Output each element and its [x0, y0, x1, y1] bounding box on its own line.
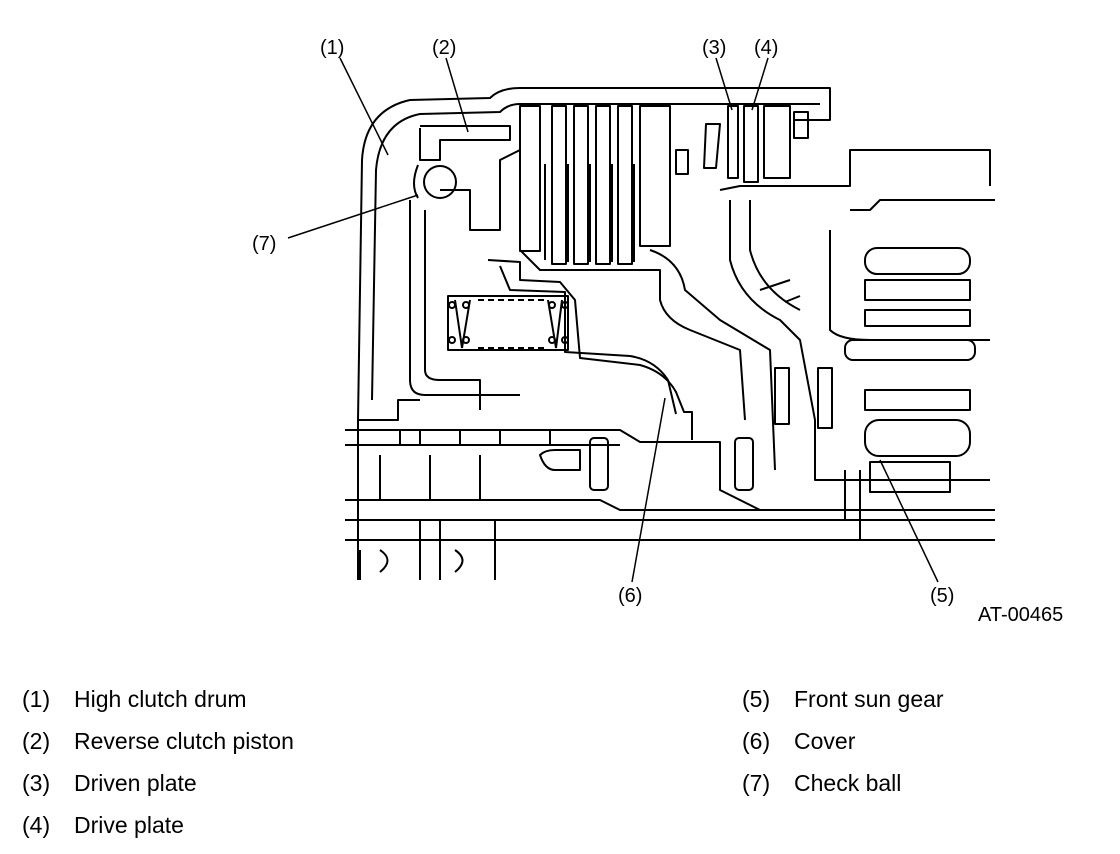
clutch-plate-stack	[520, 106, 670, 264]
front-sun-gear	[845, 248, 975, 492]
callout-4: (4)	[754, 37, 779, 59]
legend-number: (7)	[742, 770, 771, 796]
legend-text: Driven plate	[74, 770, 197, 796]
legend-text: Cover	[794, 728, 856, 754]
reverse-clutch-piston	[420, 126, 510, 160]
legend-number: (6)	[742, 728, 771, 754]
drive-plate	[744, 106, 758, 182]
legend-number: (4)	[22, 812, 51, 838]
legend-number: (2)	[22, 728, 51, 754]
leader-line-4	[752, 58, 768, 110]
return-spring-retainer	[448, 296, 568, 350]
legend-number: (1)	[22, 686, 51, 712]
legend-item: (6) Cover	[742, 728, 855, 754]
check-ball	[424, 166, 456, 198]
leader-line-3	[716, 58, 732, 110]
legend-item: (7) Check ball	[742, 770, 901, 796]
legend-item: (1) High clutch drum	[22, 686, 247, 712]
legend-text: Drive plate	[74, 812, 184, 838]
cover	[488, 260, 692, 440]
callout-7: (7)	[252, 233, 277, 255]
legend-number: (5)	[742, 686, 771, 712]
callout-1: (1)	[320, 37, 345, 59]
leader-line-7	[288, 195, 418, 238]
legend-text: High clutch drum	[74, 686, 247, 712]
legend-item: (5) Front sun gear	[742, 686, 944, 712]
legend-text: Reverse clutch piston	[74, 728, 294, 754]
callout-5: (5)	[930, 585, 955, 607]
transmission-cross-section-diagram	[0, 0, 1120, 640]
thrust-bearing	[590, 438, 608, 490]
legend-text: Check ball	[794, 770, 902, 796]
callout-2: (2)	[432, 37, 457, 59]
callout-6: (6)	[618, 585, 643, 607]
leader-line-6	[632, 398, 665, 582]
leader-line-2	[446, 58, 468, 132]
figure-code: AT-00465	[978, 604, 1064, 626]
high-clutch-drum	[358, 88, 830, 580]
legend-item: (2) Reverse clutch piston	[22, 728, 294, 754]
legend-item: (3) Driven plate	[22, 770, 197, 796]
leader-line-1	[340, 58, 388, 155]
callout-3: (3)	[702, 37, 727, 59]
driven-plate	[728, 106, 738, 178]
legend-text: Front sun gear	[794, 686, 944, 712]
legend-number: (3)	[22, 770, 51, 796]
leader-line-5	[880, 460, 938, 582]
legend-item: (4) Drive plate	[22, 812, 184, 838]
